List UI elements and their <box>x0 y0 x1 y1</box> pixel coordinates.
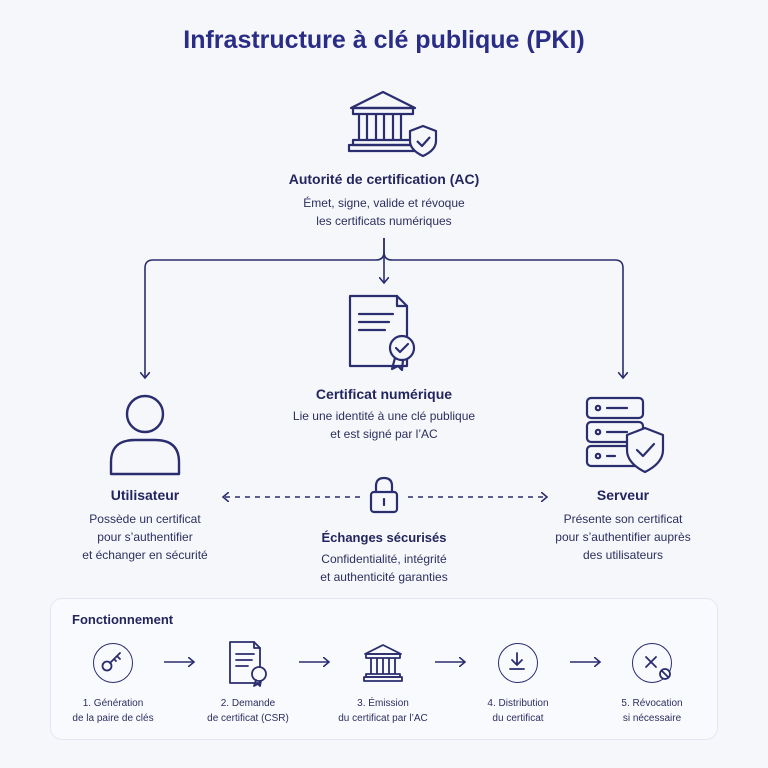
bank-shield-icon <box>347 90 438 158</box>
step-5-label: 5. Révocation si nécessaire <box>621 698 683 724</box>
step-1-circle <box>93 643 133 683</box>
process-arrows <box>164 599 719 741</box>
exchange-desc-line2: et authenticité garanties <box>320 570 448 584</box>
revoke-icon <box>645 656 672 681</box>
connector-ac-server <box>383 251 623 377</box>
step-1-label: 1. Génération de la paire de clés <box>72 698 154 724</box>
download-icon <box>509 652 526 671</box>
certificate-document-icon <box>348 294 416 372</box>
process-panel: Fonctionnement <box>50 598 718 740</box>
page-title: Infrastructure à clé publique (PKI) <box>183 26 585 54</box>
user-desc-line3: et échanger en sécurité <box>82 548 208 562</box>
authority-desc-line2: les certificats numériques <box>316 214 452 228</box>
certificate-heading: Certificat numérique <box>315 386 453 402</box>
step-5-circle <box>632 643 672 683</box>
server-desc-line2: pour s’authentifier auprès <box>555 530 691 544</box>
authority-desc-line1: Émet, signe, valide et révoque <box>303 196 465 210</box>
user-desc-line2: pour s’authentifier <box>97 530 193 544</box>
certificate-desc-line1: Lie une identité à une clé publique <box>292 409 476 423</box>
step-4-circle <box>498 643 538 683</box>
step-4-label: 4. Distribution du certificat <box>487 698 549 724</box>
user-desc-line1: Possède un certificat <box>89 512 201 526</box>
server-heading: Serveur <box>596 487 650 503</box>
user-icon <box>109 394 181 476</box>
step-2-label: 2. Demande de certificat (CSR) <box>207 698 289 724</box>
process-title: Fonctionnement <box>72 612 174 627</box>
user-heading: Utilisateur <box>110 487 180 503</box>
server-shield-icon <box>585 396 665 474</box>
exchange-desc-line1: Confidentialité, intégrité <box>321 552 447 566</box>
key-icon <box>102 652 122 672</box>
authority-heading: Autorité de certification (AC) <box>288 171 480 187</box>
exchange-heading: Échanges sécurisés <box>321 530 447 545</box>
certificate-desc-line2: et est signé par l’AC <box>330 427 438 441</box>
server-desc-line3: des utilisateurs <box>582 548 664 562</box>
step-3-label: 3. Émission du certificat par l’AC <box>338 698 428 724</box>
bank-icon <box>363 644 403 682</box>
certificate-icon <box>229 641 267 687</box>
lock-icon <box>369 476 399 514</box>
server-desc-line1: Présente son certificat <box>563 512 683 526</box>
